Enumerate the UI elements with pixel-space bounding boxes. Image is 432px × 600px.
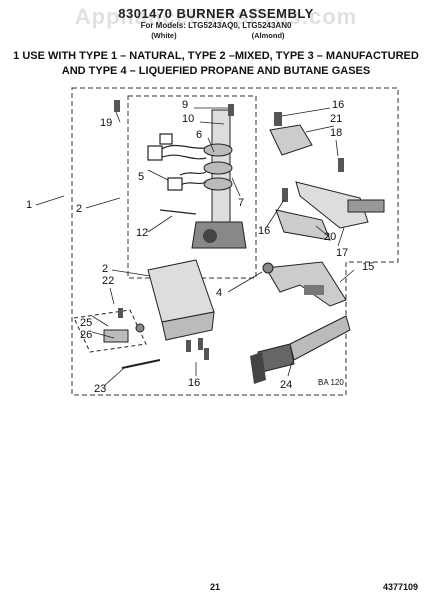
lower-bracket-assembly (73, 308, 147, 353)
burner-tube (250, 315, 351, 384)
screws-16-lower (186, 338, 209, 360)
callout-19: 19 (100, 117, 112, 129)
coil-clip (159, 209, 197, 215)
callout-9: 9 (182, 99, 188, 111)
nut (262, 262, 274, 274)
callout-25: 25 (80, 317, 92, 329)
color-line: (White) (Almond) (0, 31, 432, 40)
callout-18: 18 (330, 127, 342, 139)
assembly-outline (71, 87, 399, 396)
burner-bracket (265, 261, 347, 307)
callout-4: 4 (216, 287, 222, 299)
gas-valve (191, 109, 247, 249)
leader-lines (35, 107, 355, 387)
rod (121, 359, 161, 369)
callout-1: 1 (26, 199, 32, 211)
callout-26: 26 (80, 329, 92, 341)
document-number: 4377109 (382, 582, 418, 592)
callout-2-upper: 2 (76, 203, 82, 215)
valve-subassembly-outline (127, 95, 257, 279)
callout-16-mid: 16 (258, 225, 270, 237)
callout-5: 5 (138, 171, 144, 183)
screw-19 (114, 100, 120, 112)
color-white: (White) (151, 31, 177, 40)
callout-23: 23 (94, 383, 106, 395)
igniter-bracket (269, 112, 344, 172)
igniter (295, 181, 385, 229)
models-line: For Models: LTG5243AQ0, LTG5243AN0 (140, 21, 292, 30)
callout-16-bottom: 16 (188, 377, 200, 389)
callout-6: 6 (196, 129, 202, 141)
radiant-sensor (275, 188, 331, 241)
callout-12: 12 (136, 227, 148, 239)
page-title: 8301470 BURNER ASSEMBLY (118, 6, 314, 21)
callout-15: 15 (362, 261, 374, 273)
callout-2-lower: 2 (102, 263, 108, 275)
color-almond: (Almond) (251, 31, 285, 40)
callout-10: 10 (182, 113, 194, 125)
callout-22: 22 (102, 275, 114, 287)
callout-7: 7 (238, 197, 244, 209)
callout-16-top: 16 (332, 99, 344, 111)
callout-24: 24 (280, 379, 292, 391)
mounting-bracket (147, 259, 215, 341)
wire-harness (147, 133, 207, 191)
page-number: 21 (210, 582, 221, 592)
usage-note-line2: AND TYPE 4 – LIQUEFIED PROPANE AND BUTAN… (61, 65, 371, 77)
diagram-code: BA 120 (318, 378, 344, 387)
usage-note-line1: 1 USE WITH TYPE 1 – NATURAL, TYPE 2 –MIX… (13, 50, 419, 62)
callout-17: 17 (336, 247, 348, 259)
callout-20: 20 (324, 231, 336, 243)
callout-21: 21 (330, 113, 342, 125)
screw-9 (228, 104, 234, 116)
watermark: AppliancePartsPros.com (74, 4, 358, 29)
